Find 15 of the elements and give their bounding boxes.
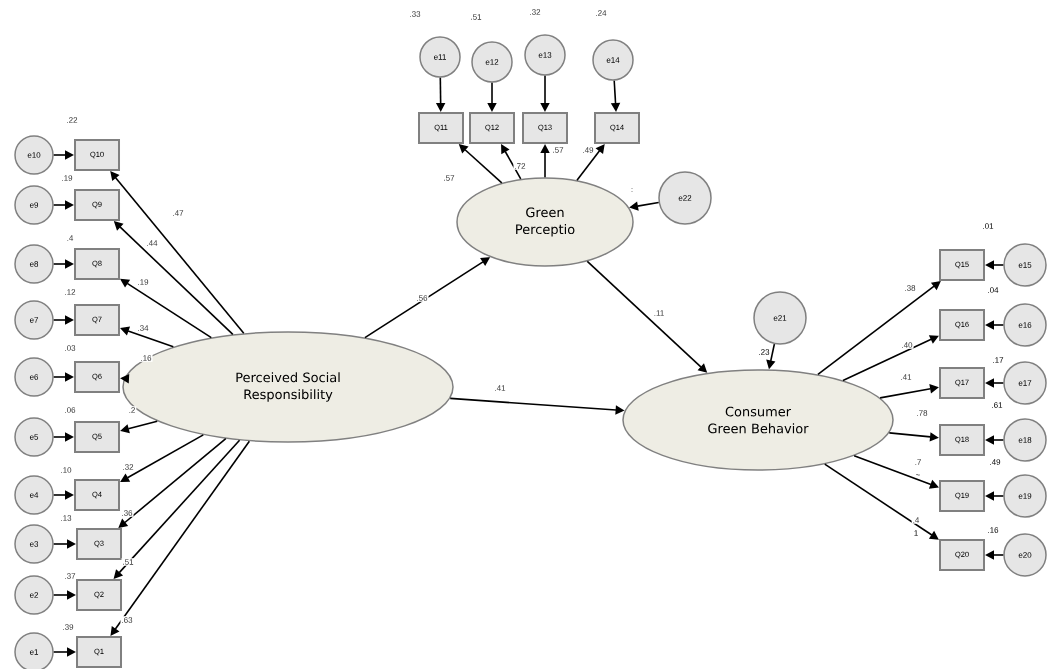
arrow [576,144,605,182]
arrow [817,281,941,376]
arrow [120,326,175,348]
arrow [823,463,939,540]
arrow [113,439,241,579]
arrow [853,455,939,489]
arrow [118,437,227,528]
arrow [842,335,939,382]
arrow [120,278,213,339]
arrow [110,171,245,335]
arrow [110,440,251,636]
arrow [120,434,205,482]
arrow [501,144,522,180]
arrow [120,420,158,434]
arrow [879,384,939,399]
